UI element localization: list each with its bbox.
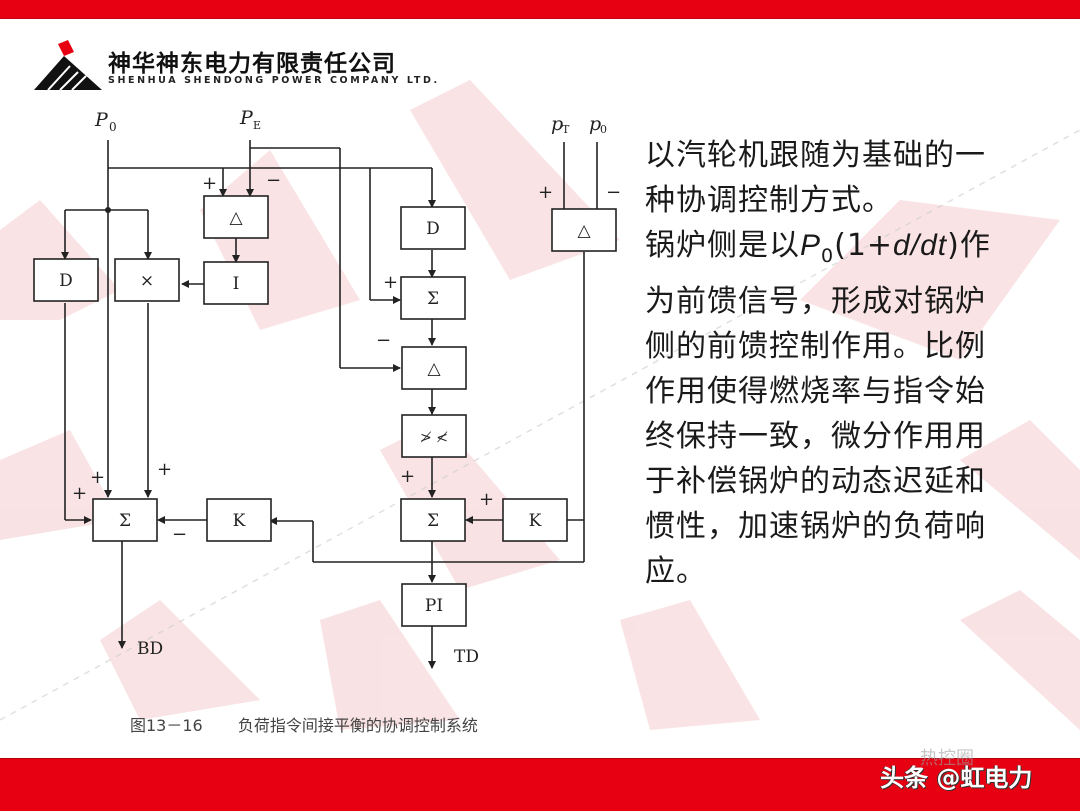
sum-block-right-bottom [400,498,466,542]
desc-line: 应。 [645,554,707,589]
derivative-block-left [33,258,99,302]
derivative-block-right [400,206,466,250]
svg-text:△: △ [577,221,591,241]
svg-text:0: 0 [109,120,117,134]
description-text: 以汽轮机跟随为基础的一 种协调控制方式。 锅炉侧是以P0(1+d/dt)作 为前… [645,133,1045,594]
svg-text:+: + [383,272,398,293]
svg-text:0: 0 [600,123,607,136]
svg-text:−: − [266,170,281,191]
svg-text:D: D [59,271,73,291]
svg-text:P: P [239,107,254,129]
company-logo-icon [34,40,102,90]
svg-text:+: + [538,182,553,203]
svg-text:+: + [72,483,87,504]
svg-text:×: × [140,271,154,291]
desc-line: 侧的前馈控制作用。比例 [645,329,986,364]
figure-caption: 图13－16 负荷指令间接平衡的协调控制系统 [130,712,478,736]
svg-text:T: T [562,123,570,136]
delta-block-pressure [551,208,617,252]
svg-text:+: + [157,459,172,480]
desc-line: 种协调控制方式。 [645,183,893,218]
junction-dot [105,207,111,213]
svg-text:BD: BD [137,639,163,659]
desc-line-formula: 锅炉侧是以P0(1+d/dt)作 [645,228,991,267]
desc-line: 于补偿锅炉的动态迟延和 [645,464,986,499]
svg-text:I: I [233,274,240,294]
author-credit: 头条 @虹电力 [880,764,1033,792]
svg-text:P: P [94,109,109,131]
control-block-diagram: △ I × D D Σ △ ≯ ≮ Σ K Σ K △ PI P 0 P E p… [33,107,621,669]
svg-text:+: + [400,466,415,487]
pi-block [401,583,467,627]
top-red-banner [0,0,1080,19]
svg-text:−: − [606,182,621,203]
desc-line: 为前馈信号，形成对锅炉 [645,284,986,319]
svg-text:D: D [426,219,440,239]
svg-text:PI: PI [425,596,443,616]
faint-source-watermark: 热控圈 [920,748,974,769]
sum-block-left [92,498,158,542]
company-name-english: SHENHUA SHENDONG POWER COMPANY LTD. [108,75,440,86]
desc-line: 作用使得燃烧率与指令始 [645,374,986,409]
svg-text:+: + [90,467,105,488]
desc-line: 惯性，加速锅炉的负荷响 [645,509,986,544]
svg-text:p: p [551,113,563,135]
svg-text:Σ: Σ [427,511,439,531]
company-name-chinese: 神华神东电力有限责任公司 [108,51,396,77]
svg-text:−: − [172,524,187,545]
svg-text:≯ ≮: ≯ ≮ [420,430,448,446]
svg-text:K: K [233,511,246,531]
desc-line: 以汽轮机跟随为基础的一 [645,138,986,173]
svg-text:K: K [529,511,542,531]
figure-title: 负荷指令间接平衡的协调控制系统 [237,716,478,735]
svg-text:△: △ [427,359,441,379]
svg-text:△: △ [229,208,243,228]
svg-text:+: + [479,489,494,510]
svg-text:E: E [253,119,261,132]
figure-number: 图13－16 [130,716,203,735]
gain-block-left [206,498,272,542]
sum-block-right-top [400,276,466,320]
gain-block-right [502,498,568,542]
integrator-block [203,261,269,305]
svg-text:Σ: Σ [427,289,439,309]
svg-text:TD: TD [454,647,479,667]
svg-text:Σ: Σ [119,511,131,531]
svg-text:p: p [589,113,601,135]
svg-text:−: − [376,330,391,351]
delta-block-mid [401,346,467,390]
multiplier-block [114,258,180,302]
svg-text:+: + [202,173,217,194]
nonlinear-limit-block [401,414,467,458]
desc-line: 终保持一致，微分作用用 [645,419,986,454]
bottom-red-banner [0,758,1080,811]
delta-block-top [203,195,269,239]
